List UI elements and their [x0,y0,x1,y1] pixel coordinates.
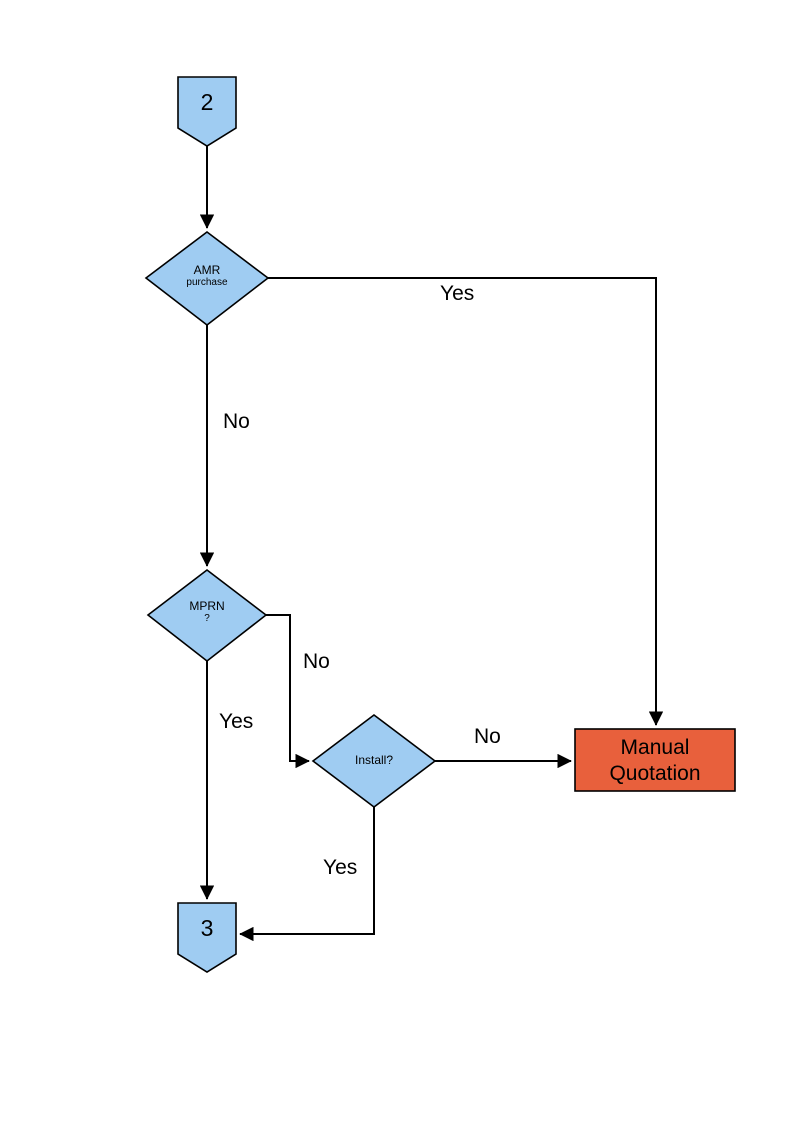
edge-amr-yes-to-manual [268,277,664,726]
node-end-3[interactable] [177,902,237,973]
edge-label-amr-yes: Yes [440,282,475,305]
edge-label-install-yes: Yes [323,856,358,879]
edge-label-amr-no: No [223,410,250,433]
node-mprn[interactable] [146,568,268,663]
edge-label-install-no: No [474,725,501,748]
edge-label-mprn-no: No [303,650,330,673]
node-manual-quotation[interactable] [574,728,736,792]
node-layer [144,76,736,973]
edge-label-mprn-yes: Yes [219,710,254,733]
node-amr-purchase[interactable] [144,230,270,327]
node-install[interactable] [311,713,437,809]
node-start-2[interactable] [177,76,237,147]
edge-layer: right, down, into Manual Quotation top -… [199,146,664,942]
edge-mprn-no-to-install [266,614,310,769]
edge-install-yes-to-end3 [239,807,375,942]
